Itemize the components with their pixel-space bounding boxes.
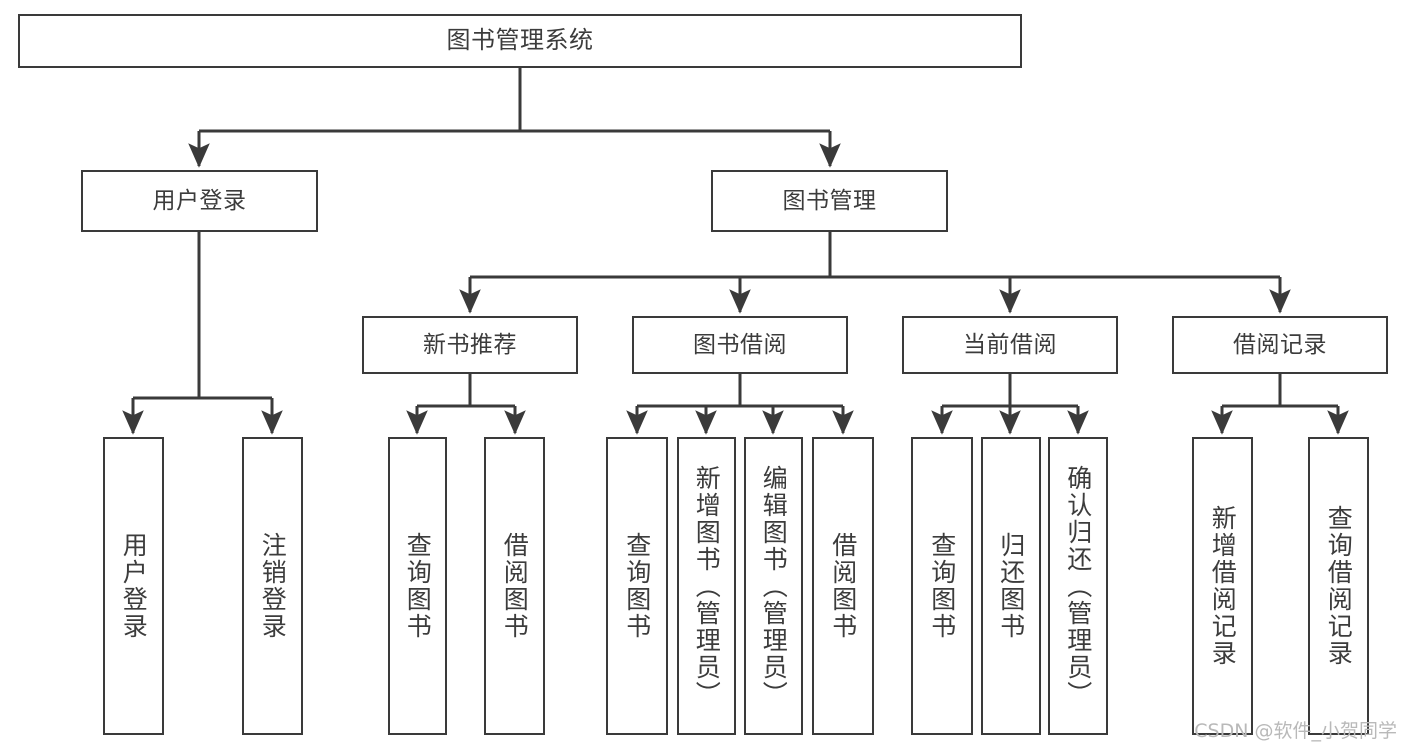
node-label: 注销登录 xyxy=(258,532,288,640)
node-label: 新增借阅记录 xyxy=(1208,505,1238,667)
watermark-text: CSDN @软件_小贺同学 xyxy=(1194,720,1397,742)
node-label: 归还图书 xyxy=(996,532,1026,640)
node-new-book-recommendation[interactable]: 新书推荐 xyxy=(362,316,578,374)
node-label: 借阅图书 xyxy=(500,532,530,640)
leaf-add-borrow-record[interactable]: 新增借阅记录 xyxy=(1192,437,1253,735)
node-label: 图书借阅 xyxy=(693,331,787,358)
node-label: 查询图书 xyxy=(927,532,957,640)
leaf-user-login[interactable]: 用户登录 xyxy=(103,437,164,735)
node-book-borrowing[interactable]: 图书借阅 xyxy=(632,316,848,374)
node-label: 编辑图书（管理员） xyxy=(759,464,789,708)
leaf-edit-book-admin[interactable]: 编辑图书（管理员） xyxy=(744,437,803,735)
node-label: 查询图书 xyxy=(622,532,652,640)
leaf-return-book[interactable]: 归还图书 xyxy=(981,437,1041,735)
leaf-borrow-book[interactable]: 借阅图书 xyxy=(812,437,874,735)
node-label: 借阅图书 xyxy=(828,532,858,640)
node-root-system[interactable]: 图书管理系统 xyxy=(18,14,1022,68)
node-label: 新增图书（管理员） xyxy=(692,464,722,708)
node-label: 查询借阅记录 xyxy=(1324,505,1354,667)
node-book-management[interactable]: 图书管理 xyxy=(711,170,948,232)
node-label: 查询图书 xyxy=(403,532,433,640)
node-borrowing-records[interactable]: 借阅记录 xyxy=(1172,316,1388,374)
node-label: 确认归还（管理员） xyxy=(1063,464,1093,708)
leaf-query-borrow-record[interactable]: 查询借阅记录 xyxy=(1308,437,1369,735)
leaf-add-book-admin[interactable]: 新增图书（管理员） xyxy=(677,437,736,735)
leaf-borrow-book-recommendation[interactable]: 借阅图书 xyxy=(484,437,545,735)
leaf-confirm-return-admin[interactable]: 确认归还（管理员） xyxy=(1048,437,1108,735)
node-label: 借阅记录 xyxy=(1233,331,1327,358)
leaf-query-book-current[interactable]: 查询图书 xyxy=(911,437,973,735)
node-user-login[interactable]: 用户登录 xyxy=(81,170,318,232)
leaf-query-book-borrowing[interactable]: 查询图书 xyxy=(606,437,668,735)
node-label: 当前借阅 xyxy=(963,331,1057,358)
leaf-query-book-recommendation[interactable]: 查询图书 xyxy=(388,437,447,735)
node-label: 图书管理系统 xyxy=(446,26,594,55)
leaf-logout[interactable]: 注销登录 xyxy=(242,437,303,735)
node-label: 用户登录 xyxy=(152,187,247,214)
node-current-borrowing[interactable]: 当前借阅 xyxy=(902,316,1118,374)
node-label: 用户登录 xyxy=(119,532,149,640)
node-label: 图书管理 xyxy=(782,187,877,214)
node-label: 新书推荐 xyxy=(423,331,517,358)
